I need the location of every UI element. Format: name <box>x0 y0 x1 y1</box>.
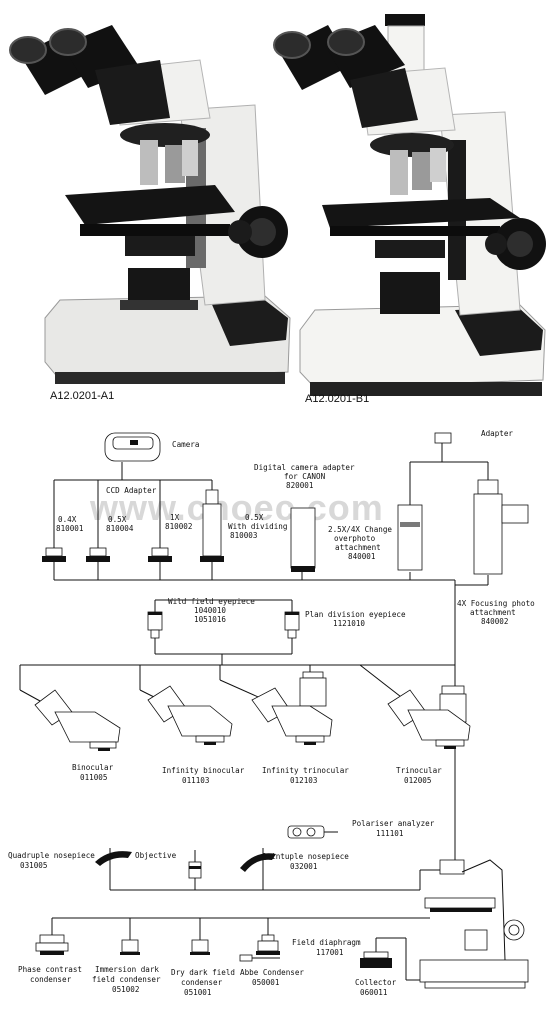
objective-icon <box>188 861 202 879</box>
inf-trinocular-line1: Infinity trinocular <box>262 766 349 775</box>
relay-05x-line2: 810004 <box>106 524 134 533</box>
microscope-photo-trinocular <box>273 14 546 396</box>
wf-eyepiece-line2: 1040010 <box>194 606 226 615</box>
change-overphoto-attachment-icon <box>397 504 423 571</box>
focusing-attach-line2: attachment <box>470 608 516 617</box>
objective-label: Objective <box>135 851 177 860</box>
phase-line1: Phase contrast <box>18 965 82 974</box>
change-attach-line1: 2.5X/4X Change <box>328 525 392 534</box>
relay-lens-05x-dividing-icon <box>200 489 224 562</box>
relay-1x-line2: 810002 <box>165 522 192 531</box>
watermark: www.cnoec.com <box>89 487 384 528</box>
abbe-line1: Abbe Condenser <box>240 968 304 977</box>
wf-eyepiece-line3: 1051016 <box>194 615 226 624</box>
field-diaphragm-line2: 117001 <box>316 948 344 957</box>
relay-lens-05x-icon <box>86 547 110 562</box>
relay-05x-div-line1: 0.5X <box>245 513 264 522</box>
binocular-line2: 011005 <box>80 773 107 782</box>
trinocular-line2: 012005 <box>404 776 431 785</box>
relay-lens-04x-icon <box>42 547 66 562</box>
polariser-line2: 111101 <box>376 829 404 838</box>
immersion-line2: field condenser <box>92 975 161 984</box>
relay-04x-line2: 810001 <box>56 524 84 533</box>
phase-contrast-condenser-icon <box>35 934 69 955</box>
abbe-condenser-icon <box>239 934 280 962</box>
ccd-adapter-label: CCD Adapter <box>106 486 157 495</box>
inf-trinocular-line2: 012103 <box>290 776 317 785</box>
adapter-icon <box>434 432 452 444</box>
microscope-photo-binocular <box>9 25 291 384</box>
relay-1x-line1: 1X <box>170 513 180 522</box>
quad-nose-line2: 031005 <box>20 861 47 870</box>
plan-eyepiece-line1: Plan division eyepiece <box>305 610 406 619</box>
immersion-line3: 051002 <box>112 985 139 994</box>
digital-camera-adapter-icon <box>290 507 316 572</box>
immersion-line1: Immersion dark <box>95 965 159 974</box>
inf-binocular-line2: 011103 <box>182 776 209 785</box>
binocular-line1: Binocular <box>72 763 114 772</box>
quintuple-nosepiece-icon <box>240 853 276 872</box>
focusing-photo-attachment-icon <box>473 479 529 575</box>
change-attach-line4: 840001 <box>348 552 376 561</box>
phase-line2: condenser <box>30 975 72 984</box>
drydark-line1: Dry dark field <box>171 968 235 977</box>
relay-05x-div-line2: With dividing <box>228 522 287 531</box>
adapter-label: Adapter <box>481 429 513 438</box>
focusing-attach-line1: 4X Focusing photo <box>457 599 535 608</box>
digital-adapter-line2: for CANON <box>284 472 326 481</box>
infinity-trinocular-head-icon <box>251 671 333 745</box>
infinity-binocular-head-icon <box>147 685 233 745</box>
collector-line2: 060011 <box>360 988 388 997</box>
drydark-line2: condenser <box>181 978 223 987</box>
wide-field-eyepiece-icon <box>147 611 163 639</box>
camera-label: Camera <box>172 440 199 449</box>
microscope-stand-drawing <box>419 859 529 989</box>
camera-icon <box>104 432 161 462</box>
immersion-dark-field-condenser-icon <box>120 939 140 955</box>
quint-nose-line1: Quintuple nosepiece <box>262 852 349 861</box>
wf-eyepiece-line1: Wild field eyepiece <box>168 597 255 606</box>
quadruple-nosepiece-icon <box>95 851 132 866</box>
plan-division-eyepiece-icon <box>284 611 300 639</box>
abbe-line2: 050001 <box>252 978 280 987</box>
relay-lens-1x-icon <box>148 547 172 562</box>
change-attach-line2: overphoto <box>334 534 376 543</box>
left-model-label: A12.0201-A1 <box>50 390 114 402</box>
quad-nose-line1: Quadruple nosepiece <box>8 851 95 860</box>
polariser-analyzer-icon <box>287 825 338 839</box>
inf-binocular-line1: Infinity binocular <box>162 766 245 775</box>
relay-04x-line1: 0.4X <box>58 515 77 524</box>
trinocular-head-icon <box>387 685 471 749</box>
digital-adapter-line3: 820001 <box>286 481 314 490</box>
drydark-line3: 051001 <box>184 988 212 997</box>
focusing-attach-line3: 840002 <box>481 617 508 626</box>
polariser-line1: Polariser analyzer <box>352 819 435 828</box>
relay-05x-line1: 0.5X <box>108 515 127 524</box>
dry-dark-field-condenser-icon <box>190 939 210 955</box>
quint-nose-line2: 032001 <box>290 862 318 871</box>
digital-adapter-line1: Digital camera adapter <box>254 463 355 472</box>
change-attach-line3: attachment <box>335 543 381 552</box>
field-diaphragm-line1: Field diaphragm <box>292 938 361 947</box>
field-diaphragm-collector-icon <box>360 951 392 968</box>
plan-eyepiece-line2: 1121010 <box>333 619 365 628</box>
collector-line1: Collector <box>355 978 397 987</box>
right-model-label: A12.0201-B1 <box>305 393 369 405</box>
relay-05x-div-line3: 810003 <box>230 531 257 540</box>
binocular-head-icon <box>34 689 121 751</box>
trinocular-line1: Trinocular <box>396 766 442 775</box>
